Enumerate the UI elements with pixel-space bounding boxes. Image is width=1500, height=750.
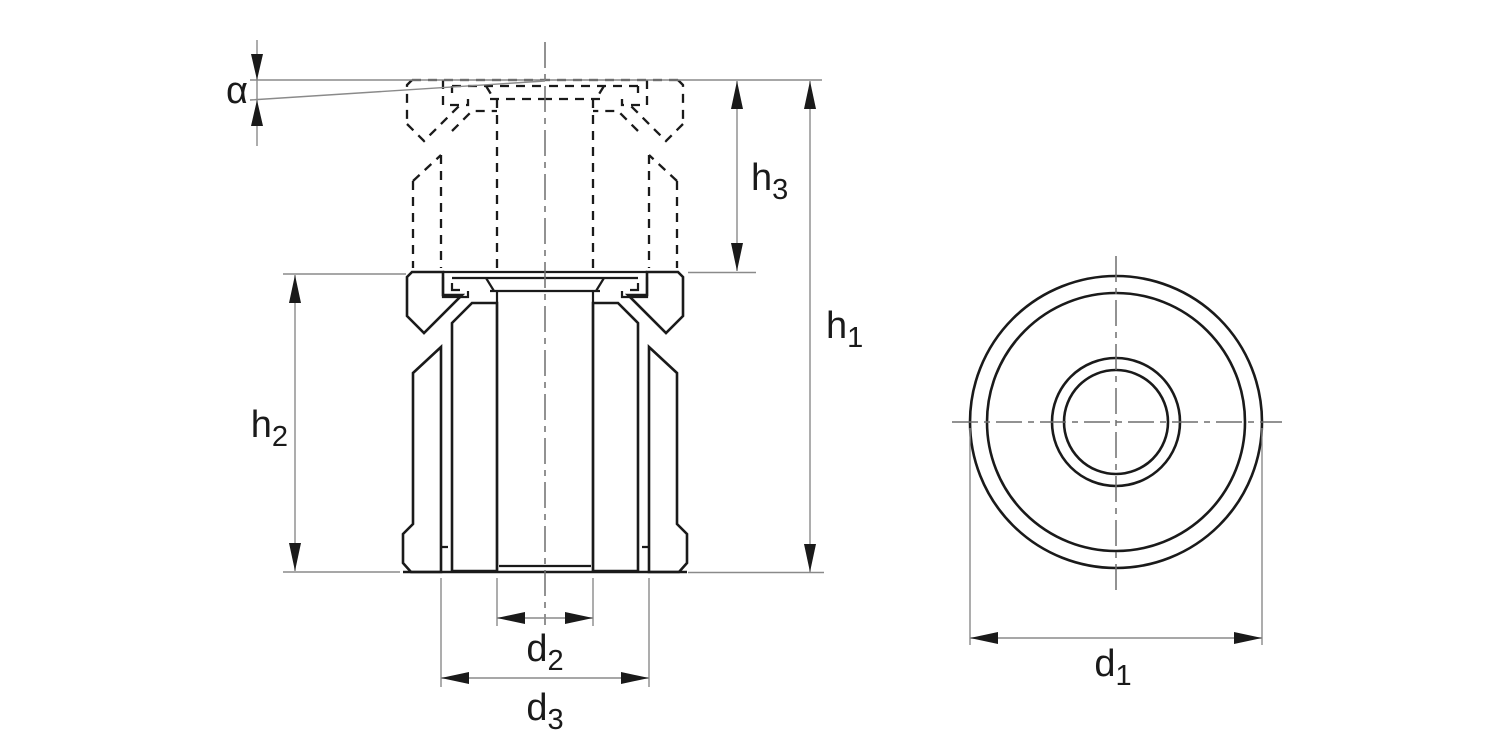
arrowhead	[970, 632, 998, 644]
arrowhead	[497, 612, 525, 624]
alpha-reference-lines	[249, 79, 822, 101]
arrowhead	[621, 672, 649, 684]
top-view-center-lines	[952, 256, 1282, 590]
sleeve-column-section	[401, 344, 443, 574]
label-d3-base: d	[526, 687, 547, 729]
dimension-h3: h3	[688, 81, 788, 274]
label-d1: d1	[1094, 643, 1131, 692]
dimension-h1: h1	[688, 81, 863, 574]
label-d1-sub: 1	[1116, 660, 1132, 692]
arrowhead	[731, 243, 743, 271]
flange-section	[405, 270, 466, 335]
label-h2-sub: 2	[272, 421, 288, 453]
label-h3-base: h	[751, 157, 772, 199]
arrowhead	[565, 612, 593, 624]
arrowhead	[1234, 632, 1262, 644]
label-d2: d2	[526, 628, 563, 677]
label-alpha: α	[226, 70, 248, 112]
arrowhead	[251, 54, 263, 80]
dimension-d3: d3	[440, 578, 650, 736]
arrowhead	[804, 544, 816, 572]
label-h2: h2	[251, 404, 288, 453]
label-d2-base: d	[526, 628, 547, 670]
label-h1-sub: 1	[847, 322, 863, 354]
front-view-right-half	[543, 78, 689, 574]
label-d1-base: d	[1094, 643, 1115, 685]
dimension-d2: d2	[496, 578, 594, 677]
label-h3-sub: 3	[772, 174, 788, 206]
label-d2-sub: 2	[548, 645, 564, 677]
label-h1: h1	[826, 305, 863, 354]
dimension-d1: d1	[969, 428, 1263, 692]
label-d3-sub: 3	[548, 704, 564, 736]
arrowhead	[731, 81, 743, 109]
arrowhead	[251, 100, 263, 126]
label-h2-base: h	[251, 404, 272, 446]
bore-wall	[441, 291, 545, 572]
label-h3: h3	[751, 157, 788, 206]
arrowhead	[289, 543, 301, 571]
label-alpha-text: α	[226, 70, 248, 112]
arrowhead	[441, 672, 469, 684]
front-view-left-half	[401, 78, 545, 574]
top-lip-lines	[443, 270, 545, 293]
arrowhead	[289, 275, 301, 303]
expanded-position-dashed	[405, 78, 545, 268]
dimension-alpha: α	[226, 40, 263, 146]
label-d3: d3	[526, 687, 563, 736]
flange-slot	[441, 277, 470, 299]
top-view	[952, 256, 1282, 590]
label-h1-base: h	[826, 305, 847, 347]
dimension-h2: h2	[251, 273, 406, 573]
arrowhead	[804, 81, 816, 109]
inner-cone-section	[450, 301, 499, 573]
